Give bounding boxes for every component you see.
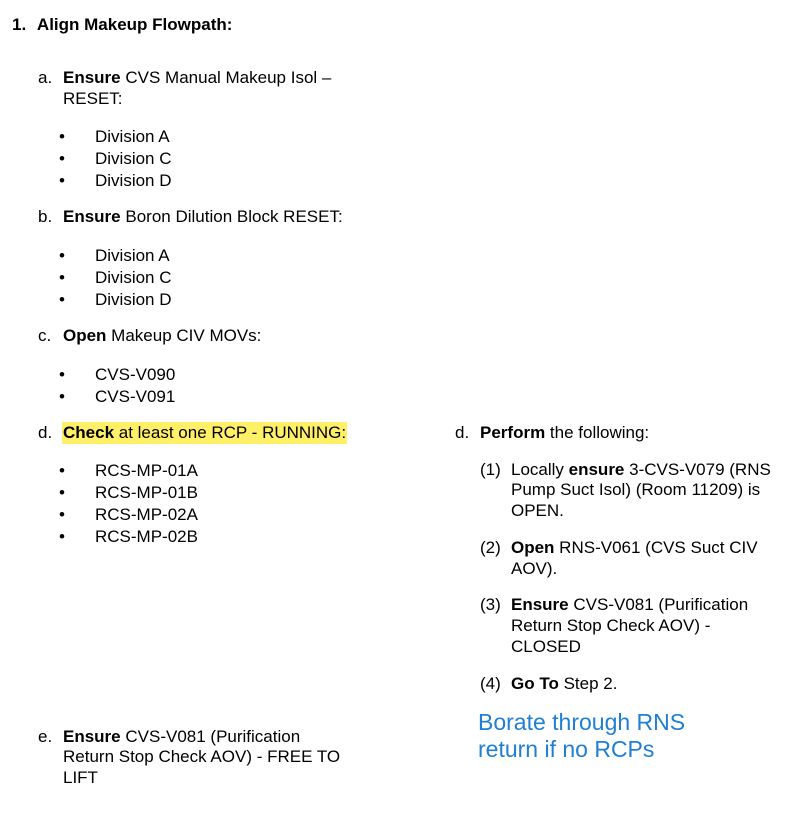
substep-e-action: Ensure [63,727,121,746]
rno-item-2-line1: Open RNS-V061 (CVS Suct CIV [511,538,758,557]
annotation-line2: return if no RCPs [478,736,655,762]
bullet-icon: • [59,387,65,406]
substep-a-letter: a. [38,68,53,87]
step-title: Align Makeup Flowpath: [36,15,233,34]
bullet-icon: • [59,461,65,480]
rno-item-1-line1: Locally ensure 3-CVS-V079 (RNS [511,460,771,479]
substep-e-line3: LIFT [63,768,98,787]
bullet-icon: • [59,149,65,168]
substep-c-text: Open Makeup CIV MOVs: [63,326,262,345]
rno-d-letter: d. [455,423,470,442]
rno-item-3-number: (3) [480,595,501,614]
bullet-icon: • [59,171,65,190]
bullet-icon: • [59,483,65,502]
substep-d-text: Check at least one RCP - RUNNING: [62,422,348,444]
substep-e-text: Ensure CVS-V081 (Purification [63,727,301,746]
rno-item-1-line3: OPEN. [511,501,564,520]
substep-a-line1: CVS Manual Makeup Isol – [120,68,332,87]
bullet-icon: • [59,246,65,265]
substep-a-text: Ensure CVS Manual Makeup Isol – [63,68,331,88]
rno-item-4-number: (4) [480,674,501,693]
substep-b-action: Ensure [63,207,121,226]
bullet-icon: • [59,365,65,384]
bullet-icon: • [59,527,65,546]
rno-item-2-number: (2) [480,538,501,557]
annotation-line1: Borate through RNS [478,709,686,735]
substep-a-action: Ensure [63,68,121,87]
rno-item-3-line3: CLOSED [511,637,581,656]
rno-item-1-number: (1) [480,460,501,479]
substep-e-letter: e. [38,727,53,746]
substep-c-action: Open [63,326,107,345]
substep-d-letter: d. [38,423,53,442]
substep-d-action: Check [63,423,115,442]
step-heading: 1. Align Makeup Flowpath: [12,15,232,35]
rno-d-action: Perform [480,423,546,442]
substep-b-letter: b. [38,207,53,226]
rno-d-text: Perform the following: [480,423,650,442]
rno-item-3-line1: Ensure CVS-V081 (Purification [511,595,749,614]
substep-e-line2: Return Stop Check AOV) - FREE TO [63,747,341,766]
annotation-note: Borate through RNS return if no RCPs [478,709,685,763]
bullet-icon: • [59,268,65,287]
rno-item-4-line1: Go To Step 2. [511,674,618,693]
bullet-icon: • [59,290,65,309]
substep-b-text: Ensure Boron Dilution Block RESET: [63,207,343,226]
bullet-icon: • [59,505,65,524]
substep-c-letter: c. [38,326,52,345]
rno-item-3-line2: Return Stop Check AOV) - [511,616,711,635]
rno-item-1-line2: Pump Suct Isol) (Room 11209) is [511,480,761,499]
rno-item-2-line2: AOV). [511,559,558,578]
bullet-icon: • [59,127,65,146]
step-number: 1. [12,15,27,34]
substep-a-line2: RESET: [63,89,123,108]
